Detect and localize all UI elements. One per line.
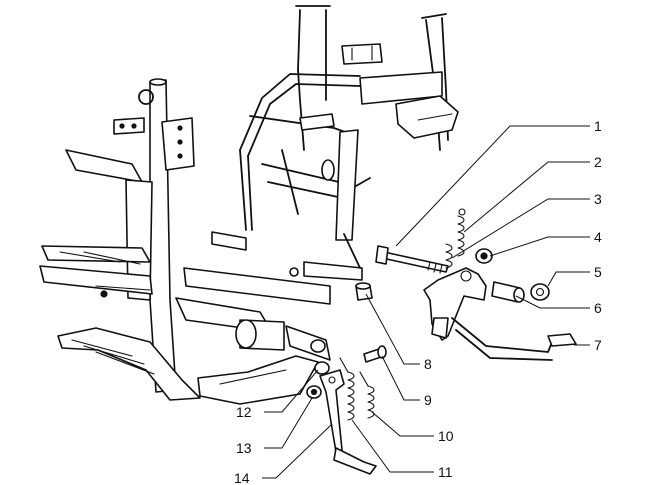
part-8-buffer (355, 282, 373, 301)
part-10-spring (359, 371, 375, 419)
part-13-nut (306, 385, 322, 399)
part-11-spring (339, 357, 355, 421)
callout-9: 9 (424, 392, 432, 408)
callout-5: 5 (594, 264, 602, 280)
part-6-spacer (491, 281, 525, 303)
part-4-nut (475, 248, 493, 264)
callout-10: 10 (438, 428, 454, 444)
part-2-spring (457, 208, 466, 257)
callout-12: 12 (236, 404, 252, 420)
scooter-frame (39, 5, 459, 405)
part-9-bolt (363, 345, 387, 363)
callout-1: 1 (594, 118, 602, 134)
callout-4: 4 (594, 229, 602, 245)
callout-11: 11 (438, 464, 453, 480)
callout-3: 3 (594, 191, 602, 207)
callout-8: 8 (424, 356, 432, 372)
callout-2: 2 (594, 154, 602, 170)
part-12-bush (310, 339, 330, 375)
callout-labels: 1 2 3 4 5 6 7 8 9 10 11 12 13 14 (234, 118, 602, 485)
callout-13: 13 (236, 440, 252, 456)
part-14-side-stand (319, 369, 377, 475)
part-3-spring (445, 243, 453, 269)
callout-7: 7 (594, 337, 602, 353)
part-5-nut (530, 283, 550, 301)
part-1-pivot-bolt (375, 245, 449, 274)
leader-lines (262, 125, 590, 479)
callout-14: 14 (234, 470, 250, 485)
part-7-centre-stand (423, 267, 577, 361)
callout-6: 6 (594, 300, 602, 316)
